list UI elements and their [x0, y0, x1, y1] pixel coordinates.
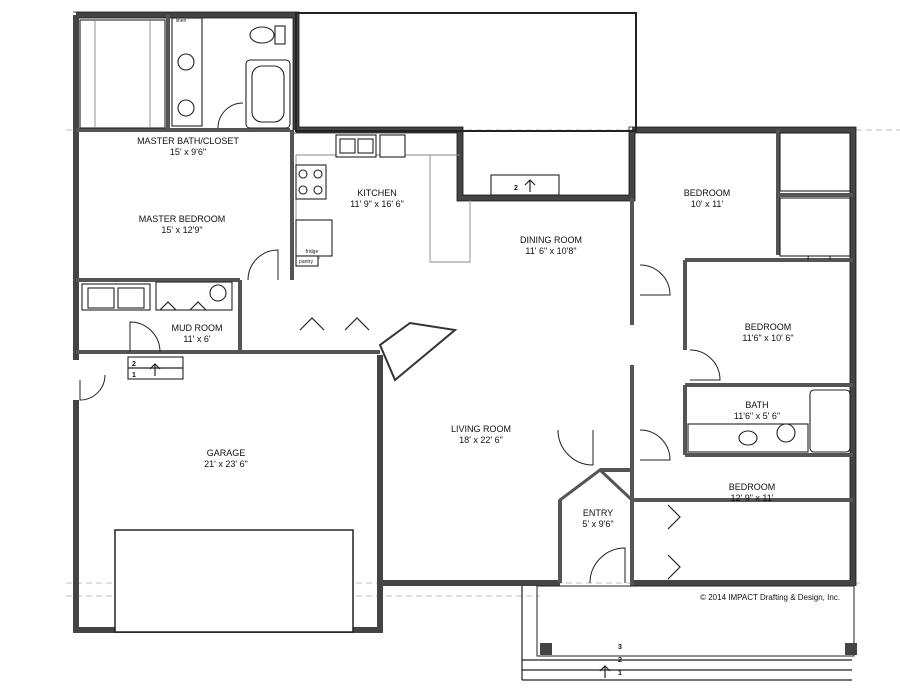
dishwasher-icon [379, 134, 406, 158]
mud-room-fixtures [81, 249, 279, 353]
toilet-icon [249, 26, 275, 44]
bedroom-3-name: BEDROOM [729, 482, 776, 492]
sink-2-icon [177, 99, 195, 117]
svg-text:2: 2 [618, 657, 622, 664]
mud-room-name: MUD ROOM [172, 323, 223, 333]
bedroom-2-name: BEDROOM [745, 322, 792, 332]
sink-1-icon [177, 53, 195, 71]
entry-walls [558, 468, 634, 583]
utility-sink-icon [209, 284, 227, 302]
fireplace-icon [378, 321, 458, 382]
bath-sink-icon [738, 430, 758, 446]
pantry-box [295, 255, 319, 267]
fridge-label: fridge [306, 249, 319, 255]
doors [79, 132, 851, 584]
bedroom-3-dims: 12' 9" x 11' [731, 493, 774, 503]
step-marker-dining: 2 [490, 174, 560, 196]
copyright-text: © 2014 IMPACT Drafting & Design, Inc. [700, 593, 840, 602]
garage-name: GARAGE [207, 448, 246, 458]
dryer-icon [117, 287, 145, 309]
garage-dims: 21' x 23' 6" [204, 459, 248, 469]
living-room-name: LIVING ROOM [451, 424, 511, 434]
dining-room-name: DINING ROOM [520, 235, 582, 245]
master-bedroom-dims: 15' x 12'9" [161, 225, 202, 235]
bath-name: BATH [745, 400, 768, 410]
dining-room-dims: 11' 6" x 10'8" [525, 246, 576, 256]
master-bath-fixtures [79, 17, 291, 129]
master-bath-name: MASTER BATH/CLOSET [137, 136, 239, 146]
svg-text:1: 1 [132, 372, 136, 379]
kitchen-name: KITCHEN [357, 188, 397, 198]
bedroom-2-dims: 11'6" x 10' 6" [742, 333, 793, 343]
room-labels: linen MASTER BATH/CLOSET 15' x 9'6" MAST… [137, 18, 794, 529]
mud-room-dims: 11' x 6' [183, 334, 211, 344]
master-bath-dims: 15' x 9'6" [170, 147, 206, 157]
front-porch [521, 585, 857, 681]
bath-tub-icon [809, 389, 851, 453]
entry-dims: 5' x 9'6" [582, 519, 613, 529]
interior-walls [76, 15, 853, 585]
garage-door [114, 529, 354, 633]
kitchen-fixtures: fridge pantry [295, 134, 471, 267]
svg-text:1: 1 [618, 670, 622, 677]
living-room-dims: 18' x 22' 6" [459, 435, 503, 445]
svg-text:3: 3 [618, 644, 622, 651]
bedroom-1-dims: 10' x 11' [691, 199, 724, 209]
kitchen-dims: 11' 9" x 16' 6" [350, 199, 404, 209]
svg-text:2: 2 [514, 185, 518, 192]
entry-name: ENTRY [583, 508, 613, 518]
pantry-label: pantry [299, 259, 313, 265]
fridge-icon [295, 219, 333, 257]
step-marker-mud: 2 1 [127, 356, 184, 380]
washer-icon [87, 287, 115, 309]
range-icon [295, 164, 327, 200]
bath-dims: 11'6" x 5' 6" [734, 411, 780, 421]
linen-label: linen [176, 18, 187, 24]
bedroom-1-name: BEDROOM [684, 188, 731, 198]
covered-patio [295, 12, 637, 132]
hall-bath-fixtures [687, 389, 851, 453]
bath-toilet-icon [776, 423, 796, 443]
svg-text:2: 2 [132, 361, 136, 368]
master-bedroom-name: MASTER BEDROOM [139, 214, 226, 224]
step-marker-porch: 3 2 1 [599, 644, 622, 678]
